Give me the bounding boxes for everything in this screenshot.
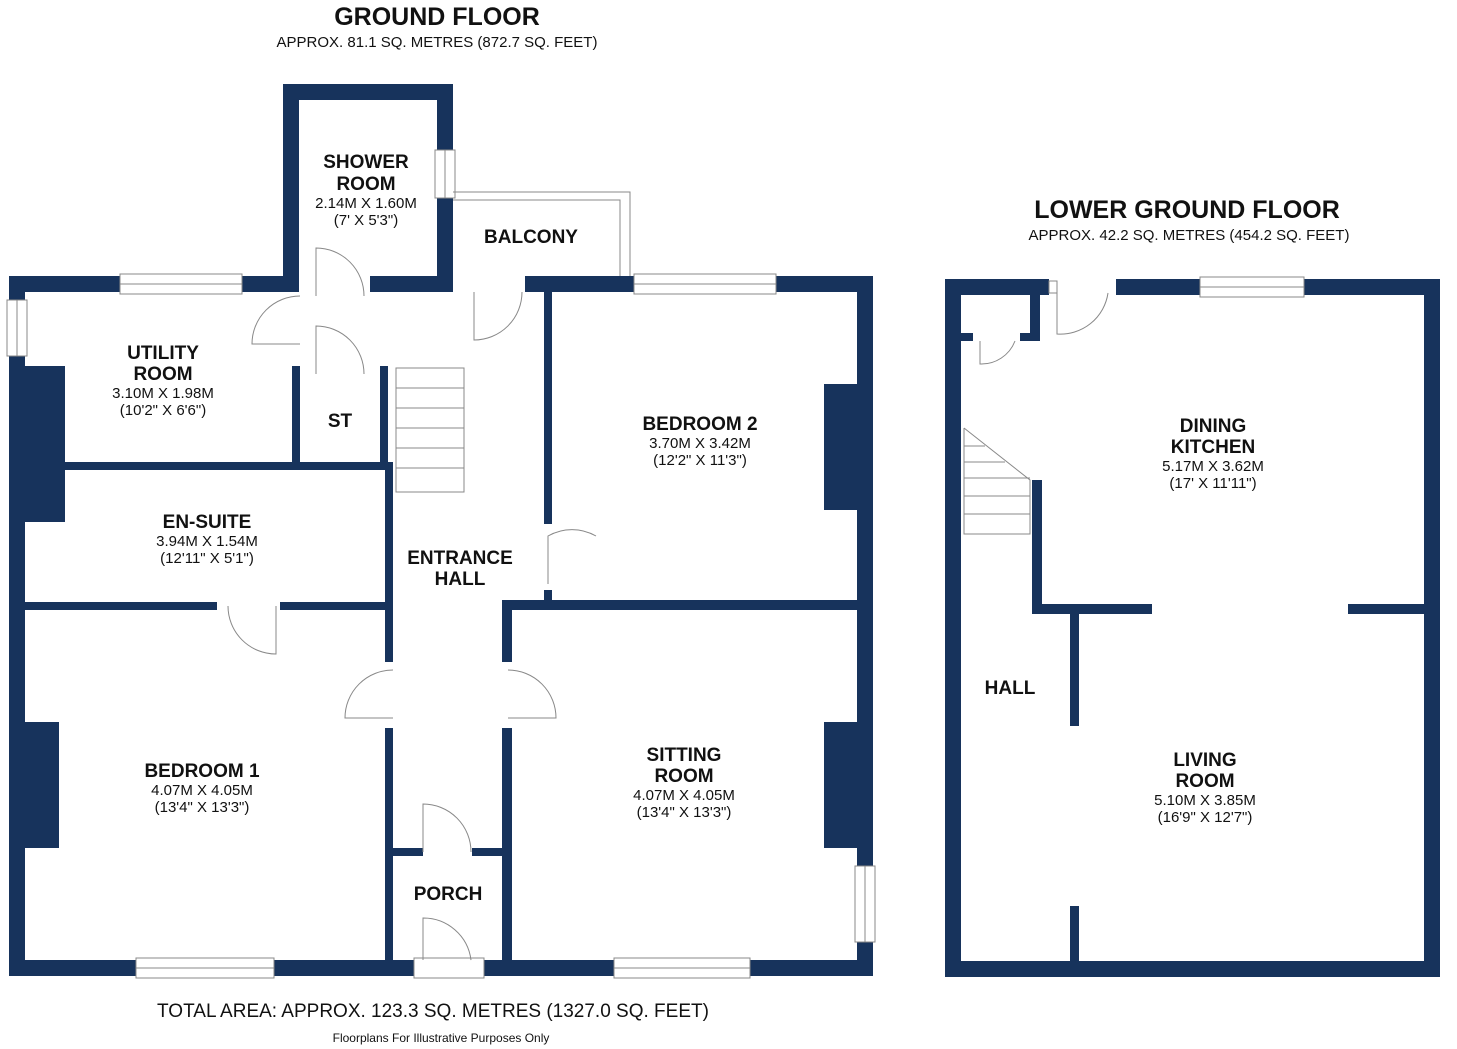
room-en-suite: EN-SUITE 3.94M X 1.54M (12'11" X 5'1") bbox=[156, 512, 258, 567]
lower-ground-floor-area: APPROX. 42.2 SQ. METRES (454.2 SQ. FEET) bbox=[1029, 227, 1350, 244]
svg-text:SITTING: SITTING bbox=[647, 745, 722, 766]
room-balcony: BALCONY bbox=[484, 227, 578, 248]
svg-text:2.14M X 1.60M: 2.14M X 1.60M bbox=[315, 195, 417, 212]
balcony-outline bbox=[453, 191, 631, 276]
svg-text:(10'2" X 6'6"): (10'2" X 6'6") bbox=[120, 402, 206, 419]
svg-text:4.07M X 4.05M: 4.07M X 4.05M bbox=[151, 782, 253, 799]
svg-text:(13'4" X 13'3"): (13'4" X 13'3") bbox=[637, 804, 732, 821]
room-store: ST bbox=[328, 411, 353, 432]
svg-text:UTILITY: UTILITY bbox=[127, 343, 199, 364]
room-entrance-hall: ENTRANCE HALL bbox=[407, 548, 513, 590]
svg-text:4.07M X 4.05M: 4.07M X 4.05M bbox=[633, 787, 735, 804]
svg-text:5.17M X 3.62M: 5.17M X 3.62M bbox=[1162, 458, 1264, 475]
lower-ground-floor-walls bbox=[945, 279, 1440, 977]
svg-text:ROOM: ROOM bbox=[133, 364, 192, 385]
svg-text:BEDROOM 2: BEDROOM 2 bbox=[642, 414, 757, 435]
svg-text:(12'11" X 5'1"): (12'11" X 5'1") bbox=[160, 550, 254, 567]
svg-text:(7' X 5'3"): (7' X 5'3") bbox=[334, 212, 398, 229]
svg-text:(12'2" X 11'3"): (12'2" X 11'3") bbox=[653, 452, 747, 469]
ground-floor-title: GROUND FLOOR bbox=[334, 3, 540, 31]
disclaimer: Floorplans For Illustrative Purposes Onl… bbox=[333, 1031, 550, 1045]
ground-floor-walls bbox=[9, 84, 873, 976]
ground-floor-area: APPROX. 81.1 SQ. METRES (872.7 SQ. FEET) bbox=[277, 34, 598, 51]
room-bedroom-1: BEDROOM 1 4.07M X 4.05M (13'4" X 13'3") bbox=[144, 761, 260, 816]
svg-text:ENTRANCE: ENTRANCE bbox=[407, 548, 513, 569]
svg-text:(17' X 11'11"): (17' X 11'11") bbox=[1169, 475, 1256, 492]
svg-text:3.10M X 1.98M: 3.10M X 1.98M bbox=[112, 385, 214, 402]
room-living-room: LIVING ROOM 5.10M X 3.85M (16'9" X 12'7"… bbox=[1154, 750, 1256, 826]
total-area: TOTAL AREA: APPROX. 123.3 SQ. METRES (13… bbox=[157, 1001, 709, 1022]
svg-text:DINING: DINING bbox=[1180, 416, 1247, 437]
svg-text:SHOWER: SHOWER bbox=[323, 152, 409, 173]
svg-text:KITCHEN: KITCHEN bbox=[1171, 437, 1255, 458]
svg-text:ROOM: ROOM bbox=[336, 174, 395, 195]
lower-ground-floor-stairs bbox=[963, 427, 1031, 535]
ground-floor-windows bbox=[6, 149, 876, 979]
svg-text:5.10M X 3.85M: 5.10M X 3.85M bbox=[1154, 792, 1256, 809]
room-bedroom-2: BEDROOM 2 3.70M X 3.42M (12'2" X 11'3") bbox=[642, 414, 757, 469]
ground-floor-doors bbox=[227, 247, 597, 961]
svg-text:ROOM: ROOM bbox=[654, 766, 713, 787]
svg-text:3.70M X 3.42M: 3.70M X 3.42M bbox=[649, 435, 751, 452]
lower-ground-floor-doors bbox=[979, 292, 1109, 365]
svg-text:HALL: HALL bbox=[435, 569, 486, 590]
svg-text:EN-SUITE: EN-SUITE bbox=[163, 512, 252, 533]
room-shower-room: SHOWER ROOM 2.14M X 1.60M (7' X 5'3") bbox=[315, 152, 417, 229]
svg-text:(13'4" X 13'3"): (13'4" X 13'3") bbox=[155, 799, 250, 816]
lower-ground-floor-title: LOWER GROUND FLOOR bbox=[1034, 196, 1340, 224]
room-porch: PORCH bbox=[414, 884, 483, 905]
svg-text:ROOM: ROOM bbox=[1175, 771, 1234, 792]
room-sitting-room: SITTING ROOM 4.07M X 4.05M (13'4" X 13'3… bbox=[633, 745, 735, 821]
room-hall: HALL bbox=[985, 678, 1036, 699]
room-dining-kitchen: DINING KITCHEN 5.17M X 3.62M (17' X 11'1… bbox=[1162, 416, 1264, 492]
svg-text:3.94M X 1.54M: 3.94M X 1.54M bbox=[156, 533, 258, 550]
svg-text:BEDROOM 1: BEDROOM 1 bbox=[144, 761, 260, 782]
room-utility-room: UTILITY ROOM 3.10M X 1.98M (10'2" X 6'6"… bbox=[112, 343, 214, 419]
svg-text:(16'9" X 12'7"): (16'9" X 12'7") bbox=[1158, 809, 1253, 826]
svg-text:LIVING: LIVING bbox=[1173, 750, 1236, 771]
ground-floor-stairs bbox=[395, 367, 465, 493]
lower-ground-floor-windows bbox=[1048, 276, 1305, 298]
